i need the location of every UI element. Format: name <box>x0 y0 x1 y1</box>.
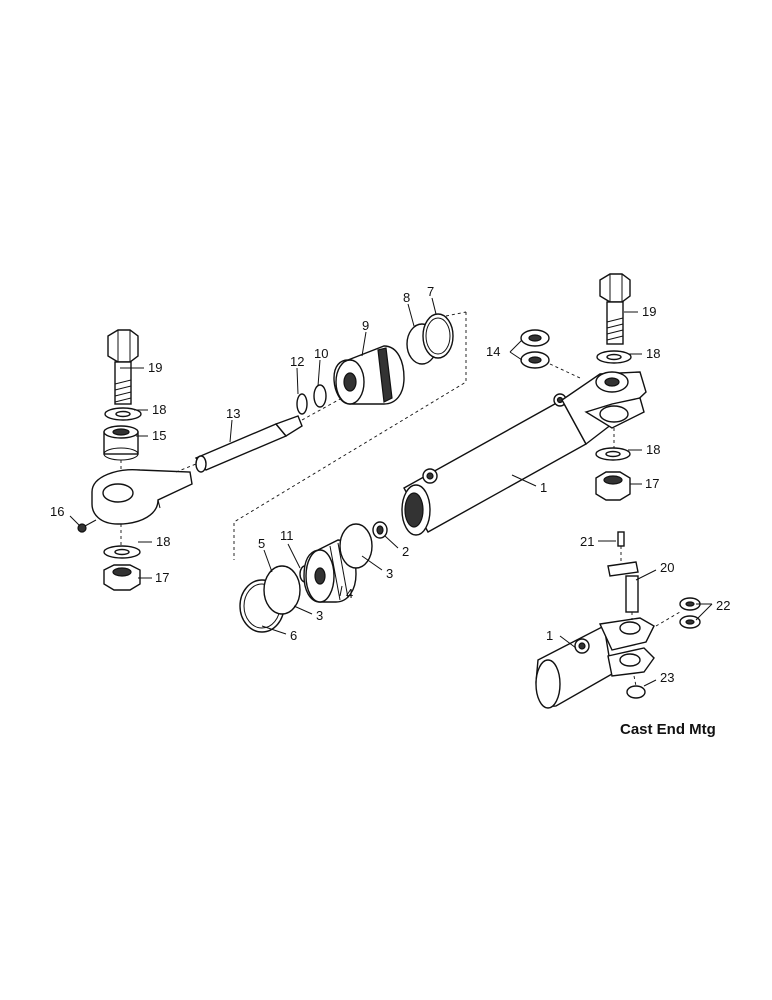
callout-21: 21 <box>580 534 594 549</box>
callout-9: 9 <box>362 318 369 333</box>
callout-6: 6 <box>290 628 297 643</box>
callout-19: 19 <box>642 304 656 319</box>
callout-10: 10 <box>314 346 328 361</box>
callout-19: 19 <box>148 360 162 375</box>
roll-pin <box>617 531 625 547</box>
callout-16: 16 <box>50 504 64 519</box>
callout-labels: 1 2 3 3 4 5 6 7 8 9 10 11 12 13 14 15 16… <box>50 284 730 685</box>
callout-11: 11 <box>280 528 294 543</box>
callout-4: 4 <box>346 586 353 601</box>
callout-7: 7 <box>427 284 434 299</box>
callout-20: 20 <box>660 560 674 575</box>
cylinder-barrel <box>401 393 587 536</box>
seal-ring <box>422 313 454 359</box>
rod-eye <box>91 469 193 525</box>
callout-18: 18 <box>646 442 660 457</box>
callout-5: 5 <box>258 536 265 551</box>
callout-18: 18 <box>152 402 166 417</box>
seal-ring <box>339 523 373 569</box>
cast-end-detail <box>535 531 701 709</box>
retaining-clip <box>626 685 646 699</box>
callout-17: 17 <box>155 570 169 585</box>
clevis-assembly <box>520 273 647 501</box>
callout-8: 8 <box>403 290 410 305</box>
callout-2: 2 <box>402 544 409 559</box>
callout-23: 23 <box>660 670 674 685</box>
bolt-head <box>107 329 139 363</box>
clevis-pin <box>625 575 639 613</box>
callout-18: 18 <box>156 534 170 549</box>
seal-ring <box>263 565 301 615</box>
pin-plate <box>607 561 639 577</box>
detail-caption: Cast End Mtg <box>620 721 716 738</box>
callout-3: 3 <box>316 608 323 623</box>
o-ring <box>296 393 308 415</box>
backup-ring <box>313 384 327 408</box>
callout-15: 15 <box>152 428 166 443</box>
bolt-head <box>599 273 631 303</box>
callout-3: 3 <box>386 566 393 581</box>
rod-eye-assembly <box>77 329 193 591</box>
leader-lines <box>69 297 713 687</box>
callout-1: 1 <box>546 628 553 643</box>
callout-18: 18 <box>646 346 660 361</box>
piston-rod <box>175 397 343 473</box>
upper-seal-group <box>296 313 454 415</box>
callout-22: 22 <box>716 598 730 613</box>
callout-12: 12 <box>290 354 304 369</box>
callout-1: 1 <box>540 480 547 495</box>
callout-13: 13 <box>226 406 240 421</box>
piston-seal-group <box>239 521 388 633</box>
callout-17: 17 <box>645 476 659 491</box>
callout-14: 14 <box>486 344 500 359</box>
